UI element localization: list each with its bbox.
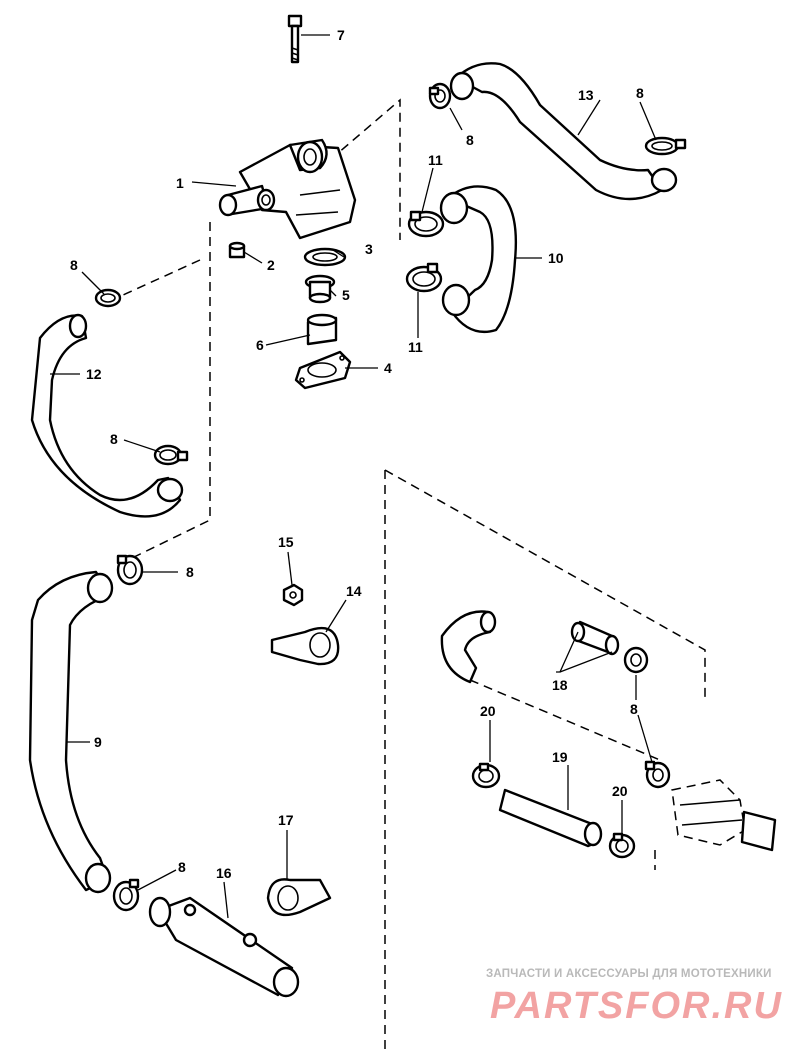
clamp-8-left-mid (153, 444, 189, 466)
callout-8-left-mid: 8 (110, 431, 118, 447)
drain-plug (228, 241, 246, 259)
hose-upper-right (449, 62, 678, 201)
hose-clip-lower (266, 878, 332, 917)
callout-17: 17 (278, 812, 294, 828)
clamp-8-left-lower (116, 554, 144, 586)
callout-8-left-top: 8 (70, 257, 78, 273)
callout-9: 9 (94, 734, 102, 750)
clamp-11-upper (407, 210, 445, 238)
callout-1: 1 (176, 175, 184, 191)
callout-2: 2 (267, 257, 275, 273)
pump-fitting (671, 779, 777, 852)
callout-12: 12 (86, 366, 102, 382)
watermark: ЗАПЧАСТИ И АКСЕССУАРЫ ДЛЯ МОТОТЕХНИКИ PA… (486, 968, 783, 1027)
clamp-8-right-mid (623, 646, 649, 674)
clamp-20-left (471, 762, 501, 789)
assembly-guide-lines (111, 98, 706, 1055)
clamp-8-right-lower (644, 760, 671, 789)
nut (282, 583, 304, 607)
callout-labels: 7 1 2 3 5 6 4 8 13 8 11 10 11 8 12 8 8 9… (70, 27, 644, 881)
hose-left-upper (30, 313, 184, 518)
callout-8-top: 8 (466, 132, 474, 148)
hose-left-lower (28, 570, 114, 894)
callout-8-left-lower: 8 (186, 564, 194, 580)
watermark-logo: PARTSFOR.RU (490, 985, 783, 1027)
callout-11-lower: 11 (408, 339, 423, 355)
hose-straight (498, 788, 603, 848)
callout-14: 14 (346, 583, 362, 599)
seal-ring (303, 247, 347, 267)
clamp-8-top (428, 82, 452, 110)
hose-clip-upper (270, 627, 340, 666)
callout-8-right-mid: 8 (630, 701, 638, 717)
callout-3: 3 (365, 241, 373, 257)
watermark-tagline: ЗАПЧАСТИ И АКСЕССУАРЫ ДЛЯ МОТОТЕХНИКИ (486, 968, 772, 980)
gasket (294, 350, 352, 390)
callout-8-right: 8 (636, 85, 644, 101)
callout-5: 5 (342, 287, 350, 303)
callout-8-bottom: 8 (178, 859, 186, 875)
clamp-8-right (644, 136, 687, 156)
cooler (148, 896, 300, 998)
callout-7: 7 (337, 27, 345, 43)
callout-13: 13 (578, 87, 594, 103)
callout-16: 16 (216, 865, 232, 881)
thermostat (304, 274, 336, 304)
callout-18: 18 (552, 677, 568, 693)
hose-u-bend (439, 185, 517, 334)
leader-lines (50, 34, 657, 919)
thermostat-housing (218, 138, 357, 240)
clamp-8-left-top (94, 288, 122, 308)
hose-small-bend (440, 610, 620, 684)
callout-10: 10 (548, 250, 564, 266)
thermostat-sleeve (306, 313, 338, 346)
clamp-20-right (608, 832, 636, 859)
callout-11-upper: 11 (428, 152, 443, 168)
callout-4: 4 (384, 360, 392, 376)
callout-19: 19 (552, 749, 568, 765)
bolt (287, 14, 303, 64)
callout-20-left: 20 (480, 703, 496, 719)
clamp-11-lower (405, 262, 443, 293)
callout-15: 15 (278, 534, 294, 550)
callout-20-right: 20 (612, 783, 628, 799)
callout-6: 6 (256, 337, 264, 353)
clamp-8-bottom (112, 878, 140, 912)
